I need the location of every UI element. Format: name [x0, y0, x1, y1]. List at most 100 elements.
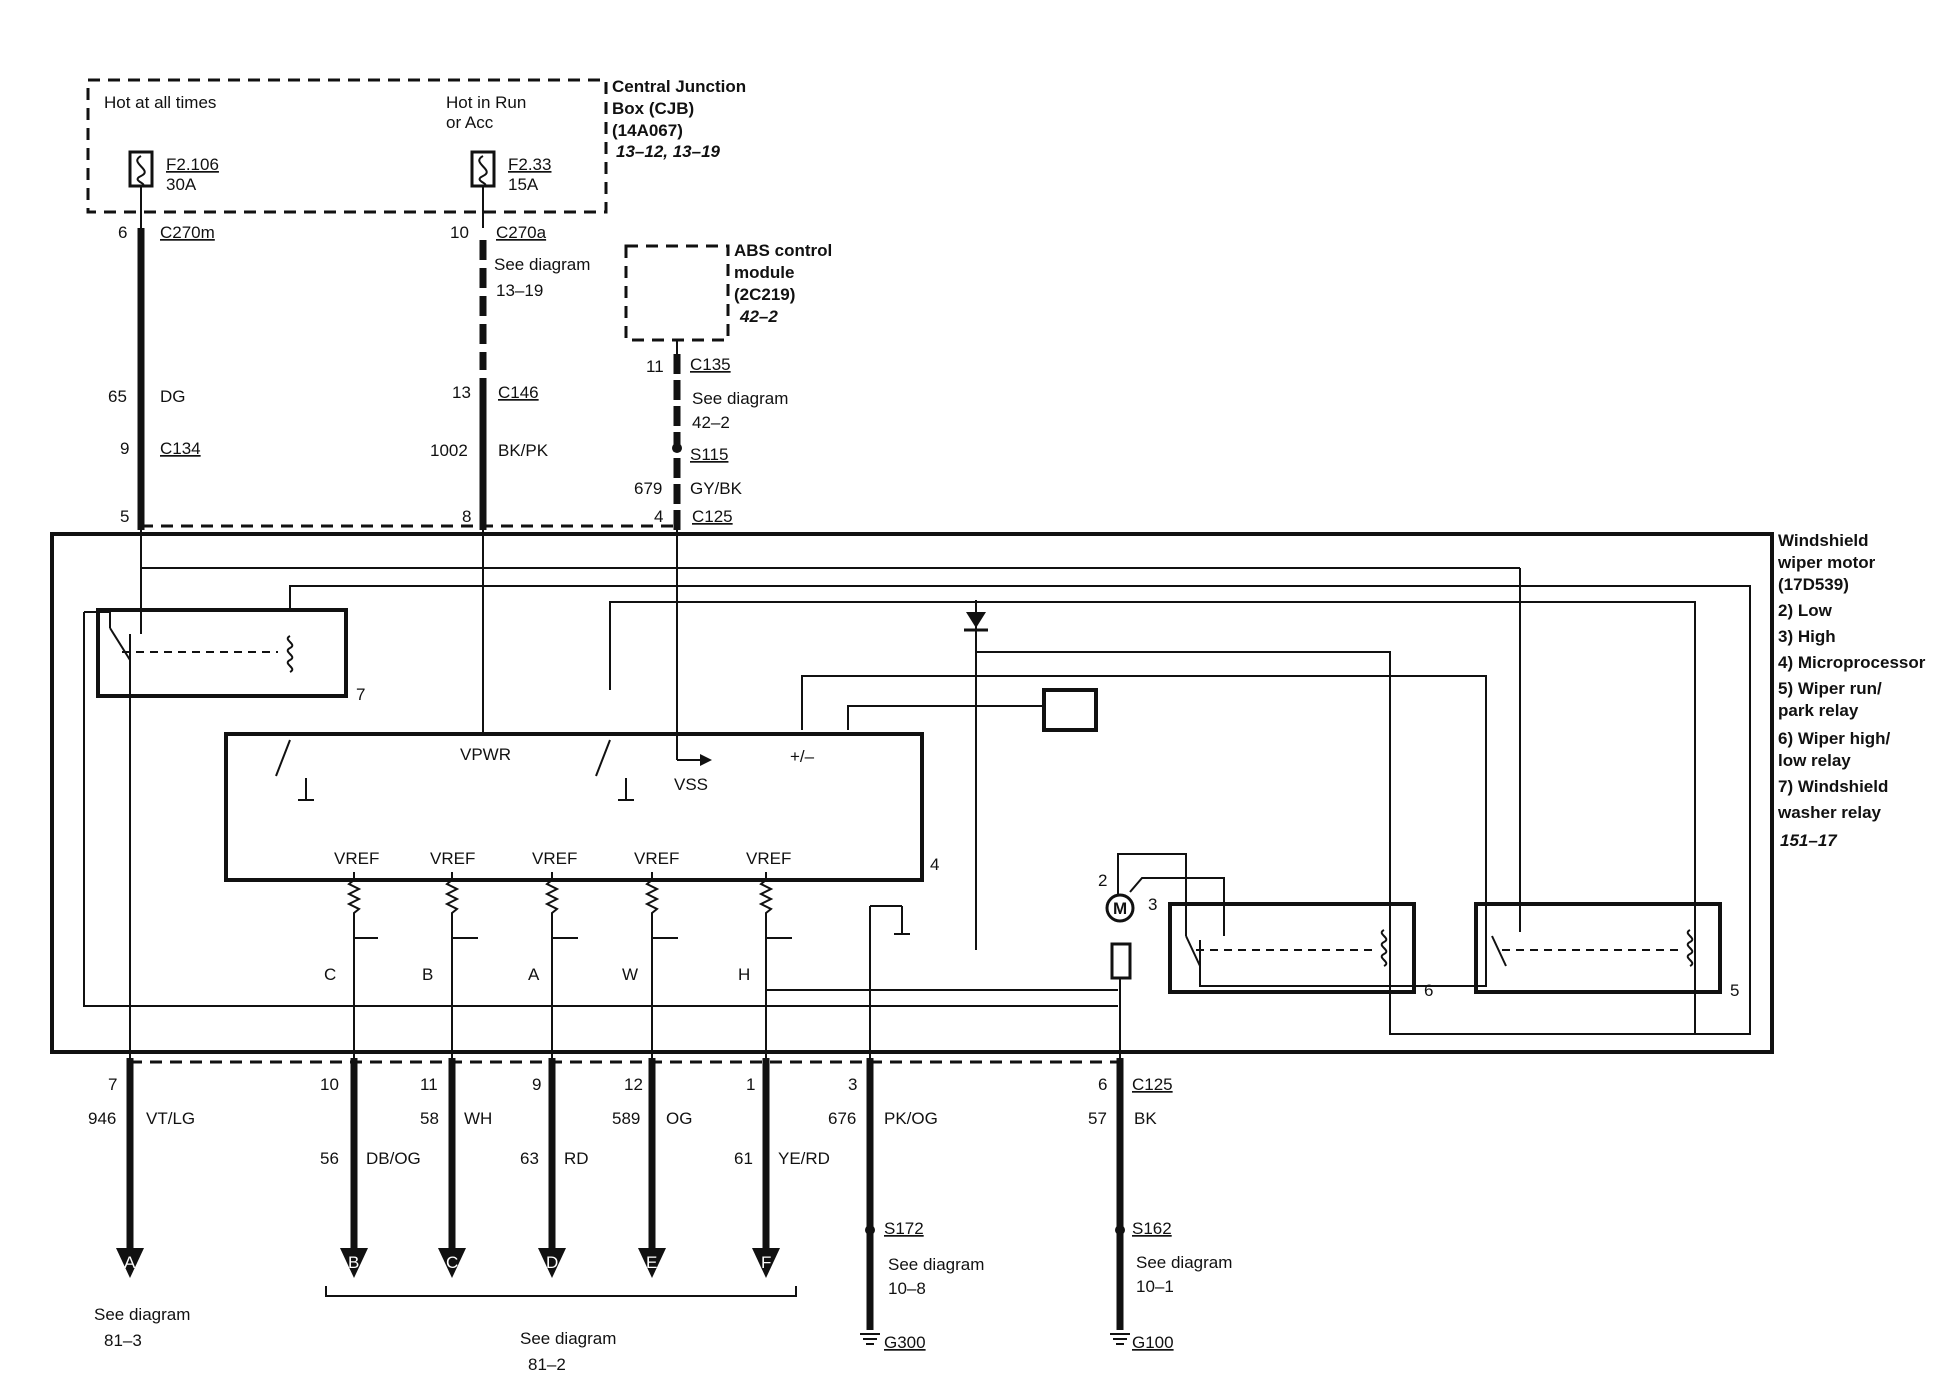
pin-d: 9 [532, 1075, 541, 1094]
micro-switches-icon [275, 739, 634, 801]
motor-item-3: 4) Microprocessor [1778, 653, 1926, 672]
fuse1-amp: 30A [166, 175, 197, 194]
circ-d: 63 [520, 1149, 539, 1168]
splice-s172 [865, 1225, 875, 1235]
splice-s115 [672, 443, 682, 453]
high-low-relay-box [1168, 902, 1416, 994]
w1-pin-bot: 5 [120, 507, 129, 526]
motor-m-icon [1105, 853, 1225, 980]
pin-a: 7 [108, 1075, 117, 1094]
washer-relay-num: 7 [356, 685, 365, 704]
see-a-1: See diagram [94, 1305, 190, 1324]
diode-icon [964, 612, 988, 632]
w2-pin-bot: 8 [462, 507, 471, 526]
switch-b-label: B [422, 965, 433, 984]
motor-item-4: 5) Wiper run/ [1778, 679, 1882, 698]
bottom-wire-internal [353, 905, 1121, 1058]
abs-title-4: 42–2 [739, 307, 778, 326]
arrow-a-icon [116, 1248, 144, 1278]
w2-conn-top: C270a [496, 223, 547, 242]
bottom-wires [126, 1058, 1124, 1330]
bracket-b-f [325, 1286, 797, 1297]
arrow-f-letter: F [761, 1253, 771, 1272]
fuse-f2-33-icon [470, 150, 496, 188]
cjb-hot-run-label: Hot in Run [446, 93, 526, 112]
w1-circuit: 65 [108, 387, 127, 406]
splice-g: S172 [884, 1219, 924, 1238]
plusminus-label: +/– [790, 747, 815, 766]
w2-see-2: 13–19 [496, 281, 543, 300]
pin-b: 10 [320, 1075, 339, 1094]
motor-m-letter: M [1113, 899, 1127, 918]
arrow-f-icon [752, 1248, 780, 1278]
splice-s162 [1115, 1225, 1125, 1235]
internal-ground-icon [894, 926, 910, 935]
circ-b: 56 [320, 1149, 339, 1168]
switch-h-label: H [738, 965, 750, 984]
ground-g: G300 [884, 1333, 926, 1352]
motor-item-1: 2) Low [1778, 601, 1833, 620]
w1-conn-mid: C134 [160, 439, 201, 458]
motor-title-2: wiper motor [1777, 553, 1876, 572]
see-g-1: See diagram [888, 1255, 984, 1274]
w3-circuit: 679 [634, 479, 662, 498]
w3-conn-top: C135 [690, 355, 731, 374]
motor-item-9: washer relay [1777, 803, 1882, 822]
w3-see-2: 42–2 [692, 413, 730, 432]
motor-item-5: park relay [1778, 701, 1859, 720]
w1-color: DG [160, 387, 186, 406]
high-low-relay-switch-icon [1185, 929, 1388, 967]
washer-relay-box [96, 608, 348, 698]
vref-resistors [346, 872, 1118, 991]
vref-b: VREF [430, 849, 475, 868]
pin-h: 6 [1098, 1075, 1107, 1094]
see-bf-2: 81–2 [528, 1355, 566, 1374]
relay-6-num: 6 [1424, 981, 1433, 1000]
w3-see-1: See diagram [692, 389, 788, 408]
see-a-2: 81–3 [104, 1331, 142, 1350]
see-h-2: 10–1 [1136, 1277, 1174, 1296]
w3-conn-bot: C125 [692, 507, 733, 526]
w2-conn-mid: C146 [498, 383, 539, 402]
col-a: VT/LG [146, 1109, 195, 1128]
see-h-1: See diagram [1136, 1253, 1232, 1272]
motor-pin-3: 3 [1148, 895, 1157, 914]
pin-g: 3 [848, 1075, 857, 1094]
vpwr-label: VPWR [460, 745, 511, 764]
arrow-a-letter: A [124, 1253, 136, 1272]
col-f: YE/RD [778, 1149, 830, 1168]
abs-box [624, 244, 730, 342]
motor-item-8: 7) Windshield [1778, 777, 1888, 796]
wiper-motor-box [50, 532, 1774, 1054]
circ-f: 61 [734, 1149, 753, 1168]
arrow-c-icon [438, 1248, 466, 1278]
switch-a-label: A [528, 965, 540, 984]
cjb-box [86, 78, 608, 214]
pin-f: 1 [746, 1075, 755, 1094]
arrow-c-letter: C [446, 1253, 458, 1272]
motor-title-1: Windshield [1778, 531, 1869, 550]
fuse-f2-106-icon [128, 150, 154, 188]
see-bf-1: See diagram [520, 1329, 616, 1348]
w2-color: BK/PK [498, 441, 549, 460]
w1-pin-mid: 9 [120, 439, 129, 458]
w1-conn-top: C270m [160, 223, 215, 242]
motor-item-2: 3) High [1778, 627, 1836, 646]
washer-relay-switch-icon [109, 627, 294, 673]
switch-w-label: W [622, 965, 638, 984]
circ-e: 589 [612, 1109, 640, 1128]
col-h: BK [1134, 1109, 1157, 1128]
relay-5-num: 5 [1730, 981, 1739, 1000]
col-c: WH [464, 1109, 492, 1128]
col-e: OG [666, 1109, 692, 1128]
fuse2-id: F2.33 [508, 155, 551, 174]
w3-pin-top: 11 [646, 357, 664, 376]
arrow-e-letter: E [646, 1253, 657, 1272]
motor-pin-2: 2 [1098, 871, 1107, 890]
arrow-b-letter: B [348, 1253, 359, 1272]
circ-g: 676 [828, 1109, 856, 1128]
ground-h: G100 [1132, 1333, 1174, 1352]
w3-color: GY/BK [690, 479, 743, 498]
vref-a: VREF [532, 849, 577, 868]
